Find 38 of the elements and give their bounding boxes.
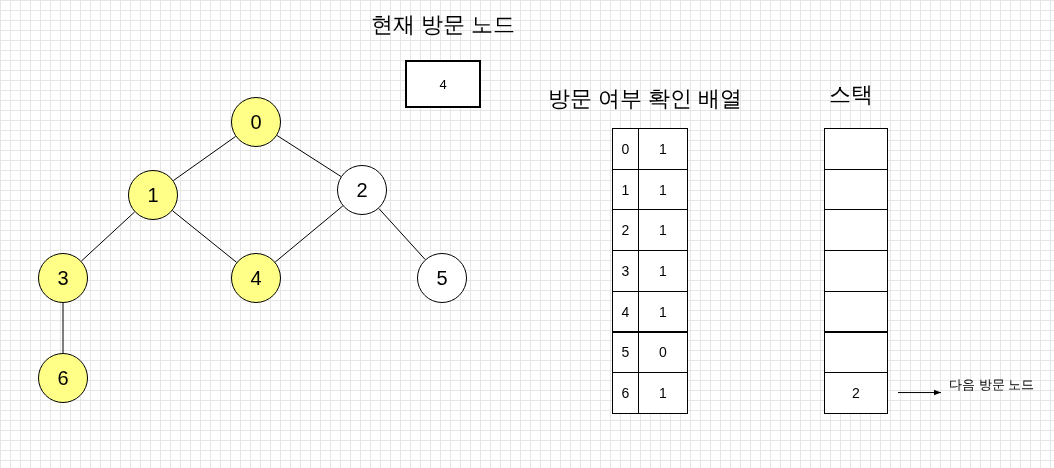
graph-node: 4 — [231, 253, 281, 303]
table-cell: 1 — [638, 128, 688, 170]
stack-slot — [824, 250, 888, 292]
table-cell: 2 — [612, 209, 639, 252]
caption-text: 다음 방문 노드 — [949, 376, 1035, 394]
graph-node: 0 — [231, 97, 281, 147]
graph-node: 3 — [38, 253, 88, 303]
table-cell: 1 — [638, 209, 688, 252]
value-box: 4 — [405, 60, 481, 108]
heading: 현재 방문 노드 — [369, 11, 517, 39]
graph-node: 2 — [337, 165, 387, 215]
connector-line — [171, 210, 238, 263]
graph-node: 6 — [38, 353, 88, 403]
table-cell: 1 — [638, 372, 688, 414]
stack-slot — [824, 331, 888, 374]
stack-slot — [824, 128, 888, 170]
arrow — [897, 389, 942, 396]
table-cell: 0 — [638, 331, 688, 374]
table-cell: 1 — [638, 290, 688, 333]
connector-line — [378, 208, 426, 260]
graph-node: 1 — [128, 170, 178, 220]
heading: 방문 여부 확인 배열 — [548, 85, 743, 113]
table-cell: 6 — [612, 372, 639, 414]
table-cell: 1 — [638, 250, 688, 292]
heading: 스택 — [829, 81, 873, 109]
table-cell: 3 — [612, 250, 639, 292]
connector-line — [62, 302, 64, 354]
connector-line — [80, 211, 136, 262]
stack-slot — [824, 168, 888, 211]
connector-line — [276, 135, 342, 177]
table-cell: 0 — [612, 128, 639, 170]
stack-cell: 2 — [824, 372, 888, 414]
connector-line — [172, 135, 237, 182]
stack-slot — [824, 290, 888, 333]
stack-slot — [824, 209, 888, 252]
graph-node: 5 — [417, 253, 467, 303]
table-cell: 1 — [638, 168, 688, 211]
connector-line — [274, 205, 344, 263]
